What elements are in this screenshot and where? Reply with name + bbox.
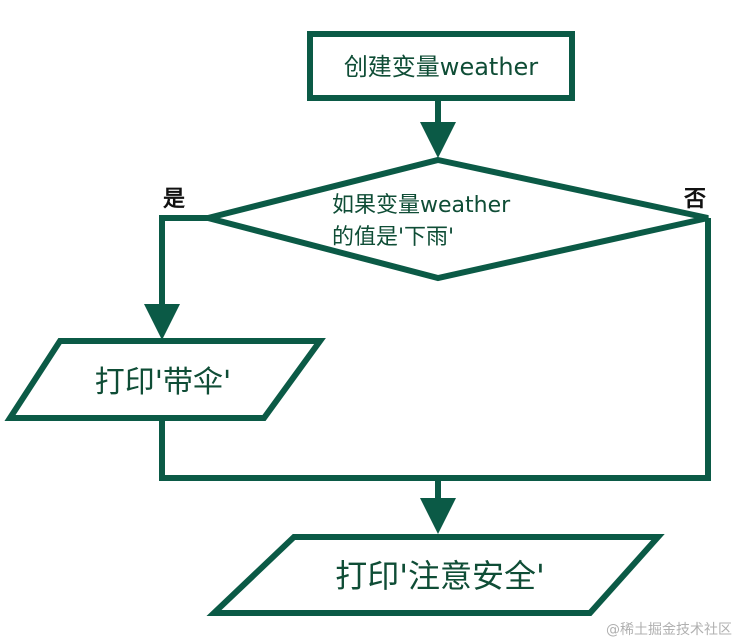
no-branch-label: 否: [683, 187, 706, 212]
condition-diamond: 如果变量weather 的值是'下雨': [207, 156, 709, 282]
yes-branch-label: 是: [163, 187, 185, 212]
condition-label-line2: 的值是'下雨': [332, 225, 454, 250]
print-safety-output: 打印'注意安全': [206, 534, 665, 616]
print-safety-label: 打印'注意安全': [335, 557, 545, 595]
create-variable-label: 创建变量weather: [344, 53, 538, 81]
create-variable-box: 创建变量weather: [307, 31, 575, 101]
yes-branch-arrow: [144, 215, 208, 340]
print-umbrella-label: 打印'带伞': [95, 365, 232, 400]
condition-label-line1: 如果变量weather: [332, 193, 511, 218]
watermark: @稀土掘金技术社区: [606, 622, 732, 638]
print-umbrella-output: 打印'带伞': [4, 338, 326, 421]
no-branch-line: [438, 218, 711, 481]
merge-line: [159, 418, 438, 481]
